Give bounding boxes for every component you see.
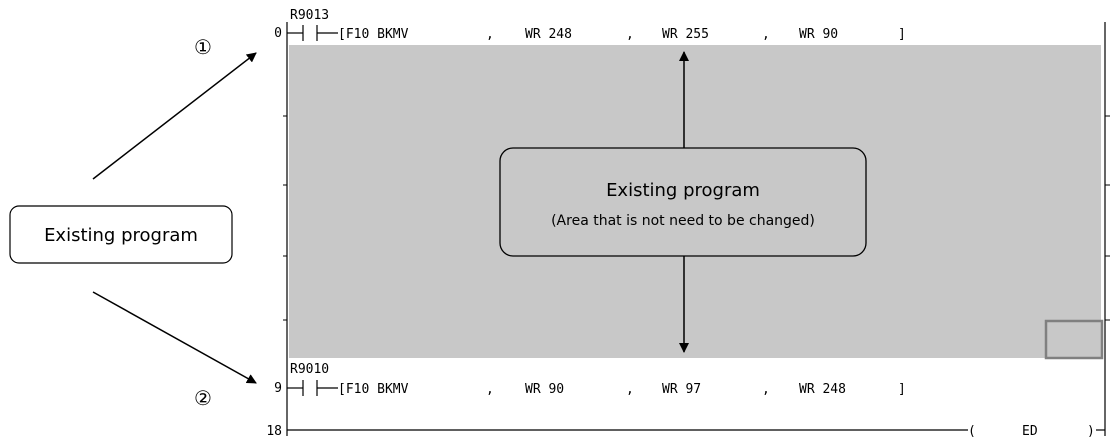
callout-subtitle: (Area that is not need to be changed) bbox=[551, 213, 815, 229]
contact-label: R9013 bbox=[290, 8, 329, 23]
separator: , bbox=[762, 382, 770, 397]
rung-1: 0 R9013 [F10 BKMV , WR 248 , WR 255 , WR… bbox=[274, 8, 906, 42]
marker-2: ② bbox=[194, 386, 212, 410]
separator: , bbox=[626, 27, 634, 42]
separator: , bbox=[626, 382, 634, 397]
separator: , bbox=[486, 27, 494, 42]
coil-close: ) bbox=[1087, 424, 1095, 438]
step-number: 9 bbox=[274, 381, 282, 396]
bracket-close: ] bbox=[898, 27, 906, 42]
callout-title: Existing program bbox=[606, 180, 760, 201]
operand-2: WR 255 bbox=[662, 27, 709, 42]
operand-2: WR 97 bbox=[662, 382, 701, 397]
operand-3: WR 248 bbox=[799, 382, 846, 397]
end-instruction: ED bbox=[1022, 424, 1038, 438]
bracket-close: ] bbox=[898, 382, 906, 397]
marker-1: ① bbox=[194, 35, 212, 59]
operand-1: WR 90 bbox=[525, 382, 564, 397]
operand-1: WR 248 bbox=[525, 27, 572, 42]
coil-open: ( bbox=[968, 424, 976, 438]
step-number: 18 bbox=[266, 424, 282, 438]
step-number: 0 bbox=[274, 26, 282, 41]
instruction: [F10 BKMV bbox=[338, 382, 409, 397]
existing-program-label: Existing program bbox=[44, 225, 198, 246]
separator: , bbox=[486, 382, 494, 397]
callout-box bbox=[499, 147, 867, 257]
instruction: [F10 BKMV bbox=[338, 27, 409, 42]
rung-2: 9 R9010 [F10 BKMV , WR 90 , WR 97 , WR 2… bbox=[274, 362, 906, 397]
arrow-to-rung-2 bbox=[92, 291, 257, 384]
operand-3: WR 90 bbox=[799, 27, 838, 42]
existing-program-label-box bbox=[9, 205, 233, 264]
placeholder-box bbox=[1044, 319, 1104, 360]
arrow-to-rung-1 bbox=[92, 52, 257, 180]
contact-label: R9010 bbox=[290, 362, 329, 377]
separator: , bbox=[762, 27, 770, 42]
rung-3: 18 ( ED ) bbox=[266, 424, 1105, 438]
